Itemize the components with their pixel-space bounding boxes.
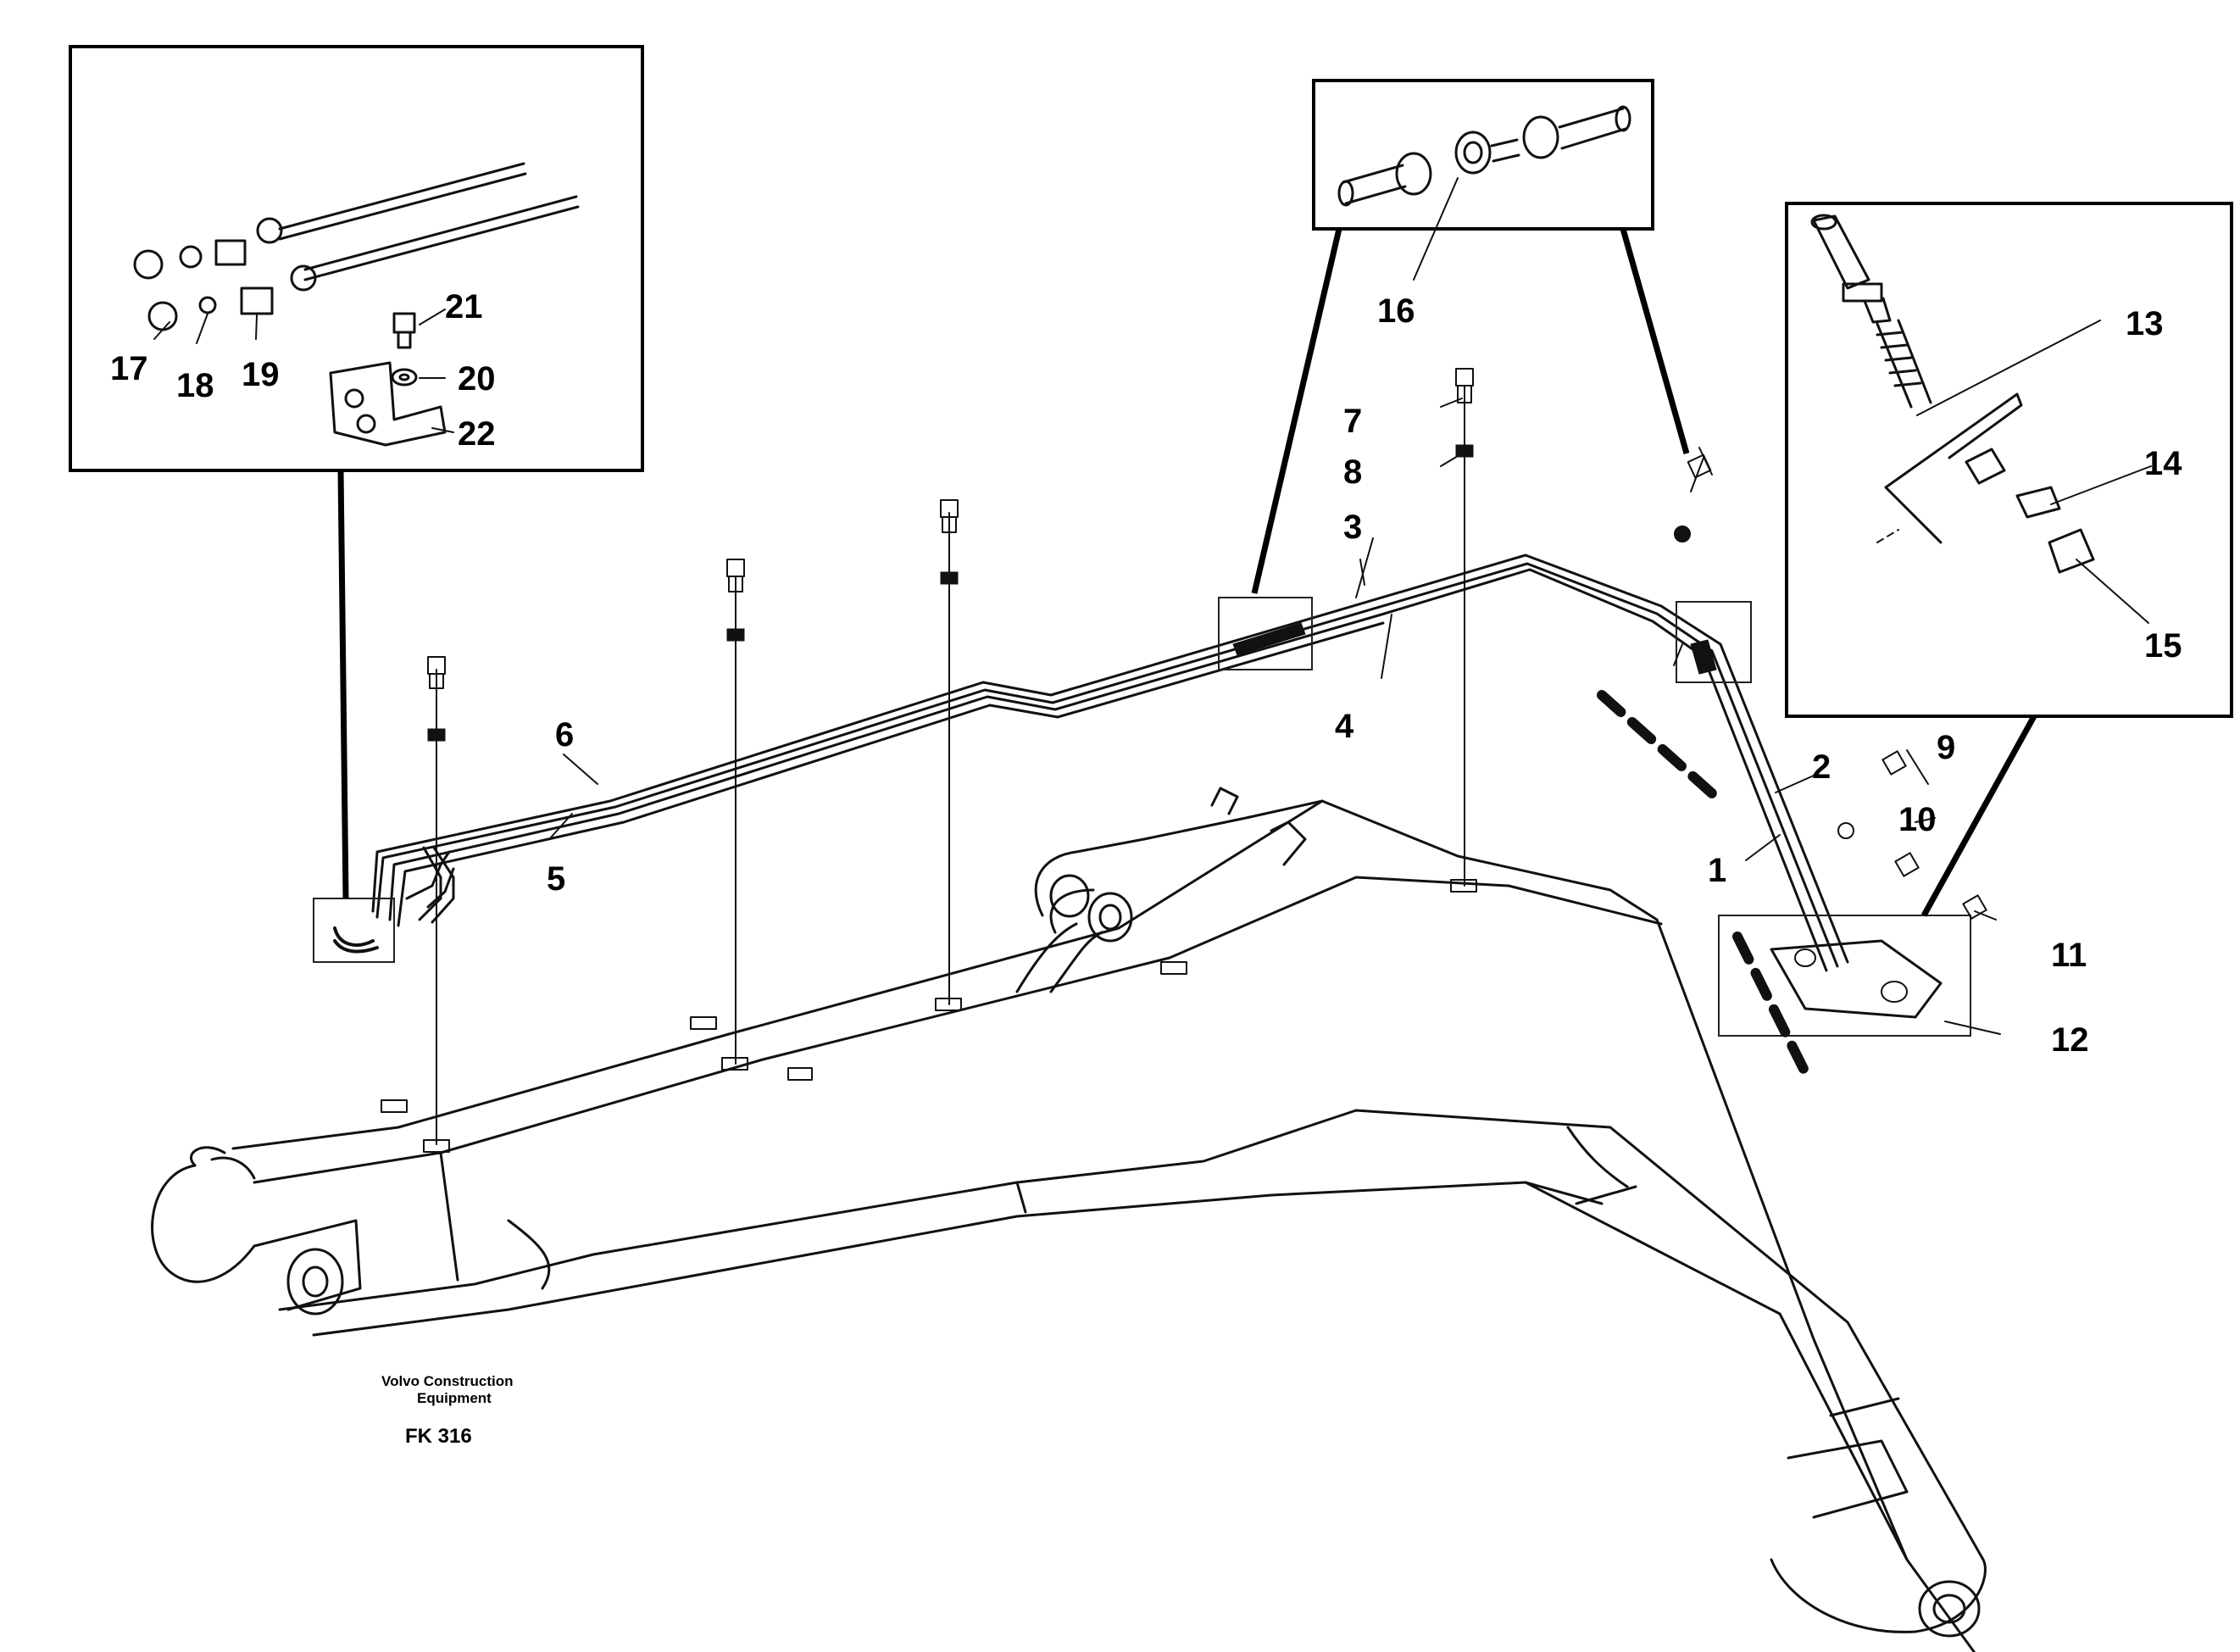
callout-11: 11: [2051, 937, 2087, 974]
clamp-bolt-mid-left: [690, 559, 748, 1071]
callout-2: 2: [1812, 748, 1831, 786]
clamp-bolt-mid: [935, 499, 962, 1011]
maker-label-line1: Volvo Construction: [381, 1373, 514, 1389]
callout-5: 5: [547, 860, 565, 898]
inset-detail-fittings: [69, 45, 644, 899]
callout-13: 13: [2126, 305, 2164, 342]
clamp-bolt-right: [787, 368, 1477, 1081]
pipe-joint-box-left: [313, 898, 395, 963]
callout-3: 3: [1343, 509, 1362, 546]
callout-12: 12: [2051, 1021, 2089, 1059]
callout-16: 16: [1377, 292, 1415, 330]
callout-20: 20: [458, 360, 496, 398]
pipe-joint-box-mid: [1218, 597, 1313, 670]
mounting-plate-box: [1718, 915, 1971, 1037]
callout-19: 19: [242, 356, 280, 393]
callout-4: 4: [1335, 708, 1354, 745]
maker-label-line2: Equipment: [417, 1390, 492, 1406]
callout-1: 1: [1708, 852, 1726, 889]
small-bolts-right: [1674, 453, 1987, 920]
callout-10: 10: [1898, 801, 1937, 838]
callout-9: 9: [1937, 729, 1955, 766]
clamp-bolt-left: [381, 656, 450, 1153]
figure-code: FK 316: [405, 1425, 472, 1448]
inset-detail-connector: [1785, 202, 2233, 917]
callout-17: 17: [110, 350, 148, 387]
cylinder-bracket: [1015, 787, 1324, 993]
pipe-joint-box-right: [1676, 601, 1752, 683]
hydraulic-pipes: [371, 553, 1849, 972]
callout-8: 8: [1343, 453, 1362, 491]
callout-7: 7: [1343, 403, 1362, 440]
inset-detail-coupling: [1251, 79, 1690, 594]
callout-15: 15: [2144, 627, 2182, 665]
callout-21: 21: [445, 288, 483, 325]
callout-22: 22: [458, 415, 496, 453]
callout-14: 14: [2144, 445, 2182, 482]
callout-leaders: [550, 398, 2001, 1035]
callout-6: 6: [555, 716, 574, 754]
dashed-leaders: [1597, 690, 1815, 1086]
callout-18: 18: [176, 367, 214, 404]
